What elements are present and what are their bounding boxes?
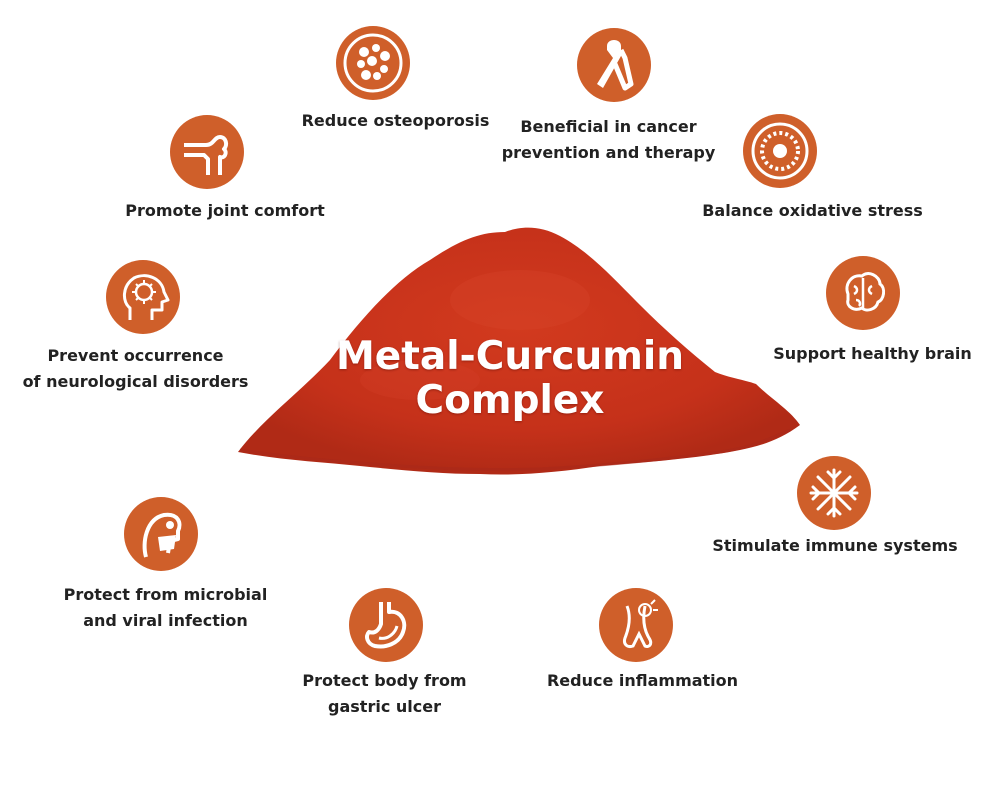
label-reduce-inflammation: Reduce inflammation	[546, 671, 739, 690]
immune-snowflake-icon	[797, 456, 871, 530]
label-cancer-prevention: Beneficial in cancer prevention and ther…	[501, 117, 716, 162]
brain-icon	[826, 256, 900, 330]
bone-density-icon	[336, 26, 410, 100]
label-balance-oxidative-stress: Balance oxidative stress	[702, 201, 923, 220]
label-protect-gastric-ulcer: Protect body from gastric ulcer	[302, 671, 467, 716]
label-reduce-osteoporosis: Reduce osteoporosis	[301, 111, 490, 130]
title-line-2: Complex	[415, 378, 605, 423]
face-mask-icon	[124, 497, 198, 571]
stomach-icon	[349, 588, 423, 662]
knee-joint-icon	[170, 115, 244, 189]
label-promote-joint-comfort: Promote joint comfort	[125, 201, 325, 220]
inflammation-icon	[599, 588, 673, 662]
cell-icon	[743, 114, 817, 188]
head-virus-icon	[106, 260, 180, 334]
title-line-1: Metal-Curcumin	[335, 334, 685, 379]
label-stimulate-immune-systems: Stimulate immune systems	[712, 536, 958, 555]
label-support-healthy-brain: Support healthy brain	[773, 344, 972, 363]
label-prevent-neurological-disorders: Prevent occurrence of neurological disor…	[22, 346, 249, 391]
cancer-ribbon-icon	[577, 28, 651, 102]
label-protect-microbial-viral: Protect from microbial and viral infecti…	[63, 585, 268, 630]
center-title: Metal-Curcumin Complex	[300, 335, 720, 423]
